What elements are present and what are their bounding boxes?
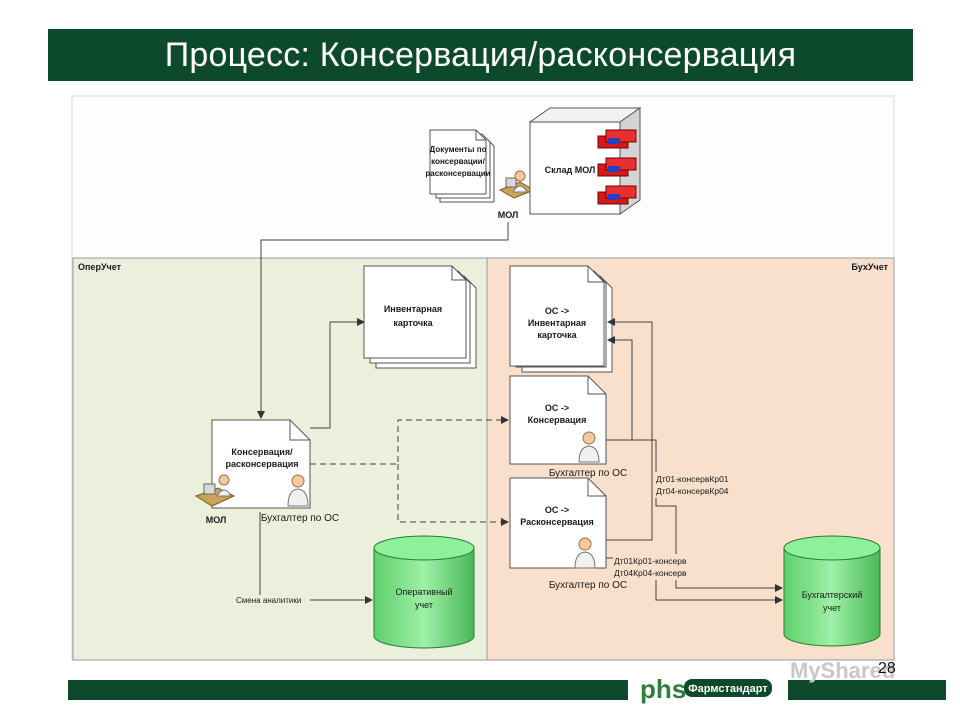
oper-db-line1: Оперативный xyxy=(395,587,452,597)
top-docs-line1: Документы по xyxy=(430,145,487,154)
buh-doc3-line1: ОС -> xyxy=(545,505,569,515)
top-mol-icon xyxy=(498,170,536,199)
svg-text:phs: phs xyxy=(640,674,686,704)
oper-inv-card-line1: Инвентарная xyxy=(384,304,442,314)
oper-db-cylinder: Оперативный учет xyxy=(373,535,475,649)
dashed-to-reconservation xyxy=(397,464,509,526)
oper-db-line2: учет xyxy=(415,600,433,610)
connector-doc-to-invcard xyxy=(310,318,365,429)
buh-db-line2: учет xyxy=(823,603,841,613)
buh-doc1-line1: ОС -> xyxy=(545,306,569,316)
buh-doc2-line2: Консервация xyxy=(528,415,587,425)
oper-inv-card-line2: карточка xyxy=(393,318,433,328)
pharmstandard-logo: phs Фармстандарт xyxy=(636,671,776,705)
buh-entries2-line2: Дт04Кр04-консерв xyxy=(614,568,687,578)
change-analytics-label: Смена аналитики xyxy=(236,596,301,605)
buh-accountant1-label: Бухгалтер по ОС xyxy=(549,468,627,479)
buh-doc2-line1: ОС -> xyxy=(545,403,569,413)
oper-accountant-icon xyxy=(287,474,309,507)
top-documents-stack: Документы по консервации/ расконсервации xyxy=(425,129,495,203)
warehouse-items-icon xyxy=(597,129,637,205)
dashed-to-conservation xyxy=(310,416,509,465)
watermark: MyShared xyxy=(790,658,896,683)
buh-accountant2-icon xyxy=(574,537,596,569)
top-docs-line2: консервации/ xyxy=(431,157,485,166)
buh-doc-invcard: ОС -> Инвентарная карточка xyxy=(509,265,613,373)
buh-accountant2-label: Бухгалтер по ОС xyxy=(549,580,627,591)
footer-bar-left xyxy=(68,680,628,700)
page-number: 28 xyxy=(878,660,896,677)
buh-entries1-line1: Дт01-консервКр01 xyxy=(656,474,729,484)
connector-mol-to-doc xyxy=(257,222,509,419)
buh-db-line1: Бухгалтерский xyxy=(802,590,863,600)
lane-buhuchet-label: БухУчет xyxy=(851,262,888,272)
buh-accountant1-icon xyxy=(578,431,600,463)
buh-doc3-line2: Расконсервация xyxy=(520,517,593,527)
oper-doc-line2: расконсервация xyxy=(225,459,298,469)
buh-doc1-line3: карточка xyxy=(537,330,577,340)
warehouse-label: Склад МОЛ xyxy=(545,165,596,175)
footer-bar-right xyxy=(788,680,946,700)
slide-title: Процесс: Консервация/расконсервация xyxy=(48,29,913,81)
oper-mol-icon xyxy=(194,474,236,507)
connector-recons-to-invcard xyxy=(606,318,653,541)
buh-doc1-line2: Инвентарная xyxy=(528,318,586,328)
oper-inventory-card: Инвентарная карточка xyxy=(363,265,477,369)
lane-operuchet-label: ОперУчет xyxy=(78,262,122,272)
oper-doc-line1: Консервация/ xyxy=(231,447,293,457)
buh-entries1-line2: Дт04-консервКр04 xyxy=(656,486,729,496)
connector-cons-to-buhdb xyxy=(606,439,783,592)
buh-doc-conservation: ОС -> Консервация xyxy=(509,375,607,465)
oper-mol-label: МОЛ xyxy=(206,515,227,525)
buh-entries2-line1: Дт01Кр01-консерв xyxy=(614,556,687,566)
top-docs-line3: расконсервации xyxy=(425,169,490,178)
oper-accountant-label: Бухгалтер по ОС xyxy=(261,513,339,524)
top-mol-label: МОЛ xyxy=(498,210,519,220)
buh-db-cylinder: Бухгалтерский учет xyxy=(783,535,881,647)
svg-text:Фармстандарт: Фармстандарт xyxy=(688,683,768,695)
